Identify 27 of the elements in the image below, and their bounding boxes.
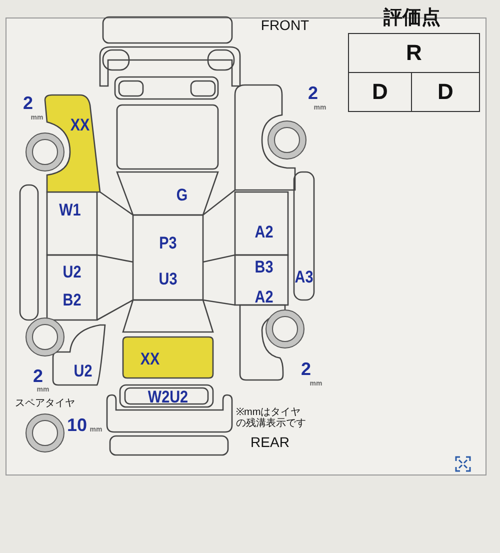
table-heading: 評価点: [384, 8, 440, 28]
damage-code: A3: [294, 268, 314, 286]
damage-code: W1: [59, 202, 81, 218]
damage-code: W2U2: [148, 388, 188, 406]
damage-code: U2: [74, 362, 92, 380]
damage-code: XX: [70, 116, 90, 134]
spare-tire-label: スペアタイヤ: [15, 399, 75, 409]
grade-cell: R: [348, 33, 480, 73]
direction-label: REAR: [250, 435, 290, 449]
damage-code: U3: [158, 270, 178, 288]
damage-code: U2: [62, 264, 82, 280]
tread-depth-value: 2: [301, 360, 311, 378]
note-text: ※mmはタイヤの残溝表示です: [236, 408, 307, 429]
grade-cell: D: [411, 72, 480, 112]
damage-code: B3: [254, 258, 274, 276]
tread-depth-value: 10: [66, 416, 88, 434]
damage-code: XX: [140, 350, 160, 368]
tread-depth-value: 2: [23, 94, 33, 112]
damage-code: A2: [254, 288, 274, 306]
damage-code: B2: [62, 292, 82, 308]
damage-code: P3: [159, 234, 177, 252]
tread-depth-value: 2: [33, 367, 43, 385]
damage-code: A2: [254, 224, 274, 240]
damage-code: G: [176, 186, 188, 204]
direction-label: FRONT: [260, 18, 310, 32]
grade-cell: D: [348, 72, 412, 112]
tread-depth-value: 2: [308, 84, 318, 102]
